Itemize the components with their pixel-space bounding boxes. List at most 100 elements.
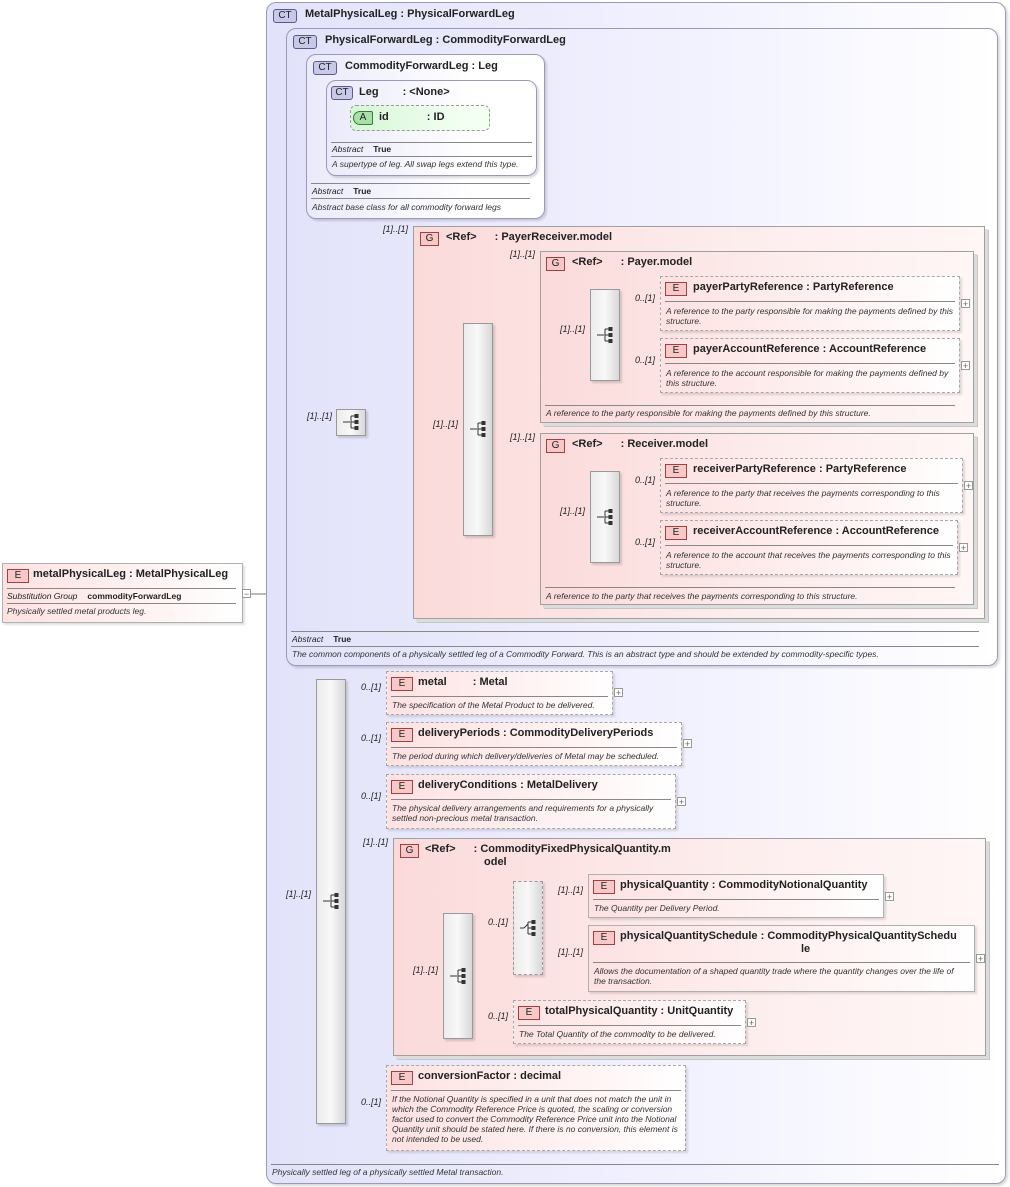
choice-icon <box>520 920 536 936</box>
cardinality-label: [1]..[1] <box>558 947 584 957</box>
complex-type-title: MetalPhysicalLeg : PhysicalForwardLeg <box>305 8 515 20</box>
element-title: physicalQuantity : CommodityNotionalQuan… <box>620 879 868 891</box>
sequence-icon <box>323 893 339 909</box>
element-delivery-periods[interactable]: E deliveryPeriods : CommodityDeliveryPer… <box>386 722 682 766</box>
element-description: A reference to the account that receives… <box>666 550 951 570</box>
group-description: A reference to the party that receives t… <box>546 591 858 601</box>
cardinality-label: 0..[1] <box>361 1097 382 1107</box>
expand-toggle[interactable]: + <box>961 299 970 309</box>
element-description: The specification of the Metal Product t… <box>392 700 595 710</box>
element-title: receiverAccountReference : AccountRefere… <box>693 525 939 537</box>
element-badge: E <box>665 526 687 540</box>
complex-type-description: Physically settled leg of a physically s… <box>272 1167 504 1177</box>
cardinality-label: [1]..[1] <box>286 889 312 899</box>
cardinality-label: 0..[1] <box>635 293 656 303</box>
element-description: A reference to the party responsible for… <box>666 306 953 326</box>
element-description: The Quantity per Delivery Period. <box>594 903 720 913</box>
element-conversion-factor[interactable]: E conversionFactor : decimal If the Noti… <box>386 1065 686 1151</box>
group-title: <Ref>: PayerReceiver.model <box>446 231 612 243</box>
element-description: A reference to the party that receives t… <box>666 488 940 508</box>
group-title: <Ref>: CommodityFixedPhysicalQuantity.m <box>425 843 671 855</box>
cardinality-label: 0..[1] <box>488 1011 509 1021</box>
cardinality-label: 0..[1] <box>361 682 382 692</box>
collapse-toggle[interactable]: − <box>242 589 251 599</box>
complex-type-title: CommodityForwardLeg : Leg <box>345 60 498 72</box>
element-payer-account-reference[interactable]: E payerAccountReference : AccountReferen… <box>660 338 960 393</box>
cardinality-label: 0..[1] <box>361 791 382 801</box>
expand-toggle[interactable]: + <box>964 481 973 491</box>
group-title: <Ref>: Payer.model <box>572 256 693 268</box>
element-description: Allows the documentation of a shaped qua… <box>594 966 954 986</box>
element-badge: E <box>391 780 413 794</box>
element-title: payerAccountReference : AccountReference <box>693 343 927 355</box>
element-badge: E <box>665 464 687 478</box>
complex-type-badge: CT <box>273 9 297 23</box>
element-badge: E <box>593 931 615 945</box>
element-metal[interactable]: E metal: Metal The specification of the … <box>386 671 613 715</box>
element-title: metal: Metal <box>418 676 508 688</box>
element-title: conversionFactor : decimal <box>418 1070 562 1082</box>
group-badge: G <box>546 257 565 271</box>
element-delivery-conditions[interactable]: E deliveryConditions : MetalDelivery The… <box>386 774 676 829</box>
expand-toggle[interactable]: + <box>976 954 985 964</box>
element-title: deliveryPeriods : CommodityDeliveryPerio… <box>418 727 654 739</box>
sequence-icon <box>343 414 359 430</box>
cardinality-label: 0..[1] <box>635 355 656 365</box>
cardinality-label: [1]..[1] <box>560 324 586 334</box>
attribute-title: id: ID <box>379 111 445 123</box>
cardinality-label: [1]..[1] <box>363 837 389 847</box>
element-badge: E <box>518 1006 540 1020</box>
root-element-box[interactable]: E metalPhysicalLeg : MetalPhysicalLeg Su… <box>2 563 243 623</box>
group-badge: G <box>400 844 419 858</box>
element-badge: E <box>391 728 413 742</box>
element-description: The period during which delivery/deliver… <box>392 751 659 761</box>
group-title: <Ref>: Receiver.model <box>572 438 709 450</box>
sequence-icon <box>597 327 613 343</box>
element-title-wrap: le <box>801 943 811 955</box>
complex-type-description: A supertype of leg. All swap legs extend… <box>332 159 519 169</box>
group-description: A reference to the party responsible for… <box>546 408 871 418</box>
element-badge: E <box>391 1071 413 1085</box>
element-description: Physically settled metal products leg. <box>7 606 147 616</box>
element-physical-quantity-schedule[interactable]: E physicalQuantitySchedule : CommodityPh… <box>588 925 975 992</box>
element-description: If the Notional Quantity is specified in… <box>392 1094 678 1144</box>
cardinality-label: 0..[1] <box>635 475 656 485</box>
cardinality-label: [1]..[1] <box>413 965 439 975</box>
attribute-badge: A <box>353 111 373 125</box>
expand-toggle[interactable]: + <box>614 688 623 698</box>
expand-toggle[interactable]: + <box>747 1018 756 1028</box>
element-badge: E <box>665 344 687 358</box>
element-payer-party-reference[interactable]: E payerPartyReference : PartyReference A… <box>660 276 960 331</box>
element-description: The Total Quantity of the commodity to b… <box>519 1029 716 1039</box>
element-description: A reference to the account responsible f… <box>666 368 949 388</box>
cardinality-label: [1]..[1] <box>560 506 586 516</box>
expand-toggle[interactable]: + <box>959 543 968 553</box>
expand-toggle[interactable]: + <box>961 361 970 371</box>
sequence-compositor[interactable] <box>463 323 493 536</box>
attribute-id[interactable]: A id: ID <box>350 105 490 131</box>
element-receiver-account-reference[interactable]: E receiverAccountReference : AccountRefe… <box>660 520 958 575</box>
expand-toggle[interactable]: + <box>683 739 692 749</box>
complex-type-description: The common components of a physically se… <box>292 649 879 659</box>
element-physical-quantity[interactable]: E physicalQuantity : CommodityNotionalQu… <box>588 874 884 918</box>
cardinality-label: [1]..[1] <box>307 411 333 421</box>
element-receiver-party-reference[interactable]: E receiverPartyReference : PartyReferenc… <box>660 458 963 513</box>
sequence-icon <box>450 968 466 984</box>
cardinality-label: [1]..[1] <box>558 885 584 895</box>
cardinality-label: [1]..[1] <box>383 224 409 234</box>
group-badge: G <box>546 439 565 453</box>
element-title: receiverPartyReference : PartyReference <box>693 463 907 475</box>
expand-toggle[interactable]: + <box>677 797 686 807</box>
element-badge: E <box>391 677 413 691</box>
expand-toggle[interactable]: + <box>885 892 894 902</box>
element-badge: E <box>593 880 615 894</box>
element-total-physical-quantity[interactable]: E totalPhysicalQuantity : UnitQuantity T… <box>513 1000 746 1044</box>
group-title-wrap: odel <box>484 856 507 868</box>
cardinality-label: [1]..[1] <box>510 432 536 442</box>
sequence-compositor[interactable] <box>336 409 366 436</box>
cardinality-label: 0..[1] <box>635 537 656 547</box>
